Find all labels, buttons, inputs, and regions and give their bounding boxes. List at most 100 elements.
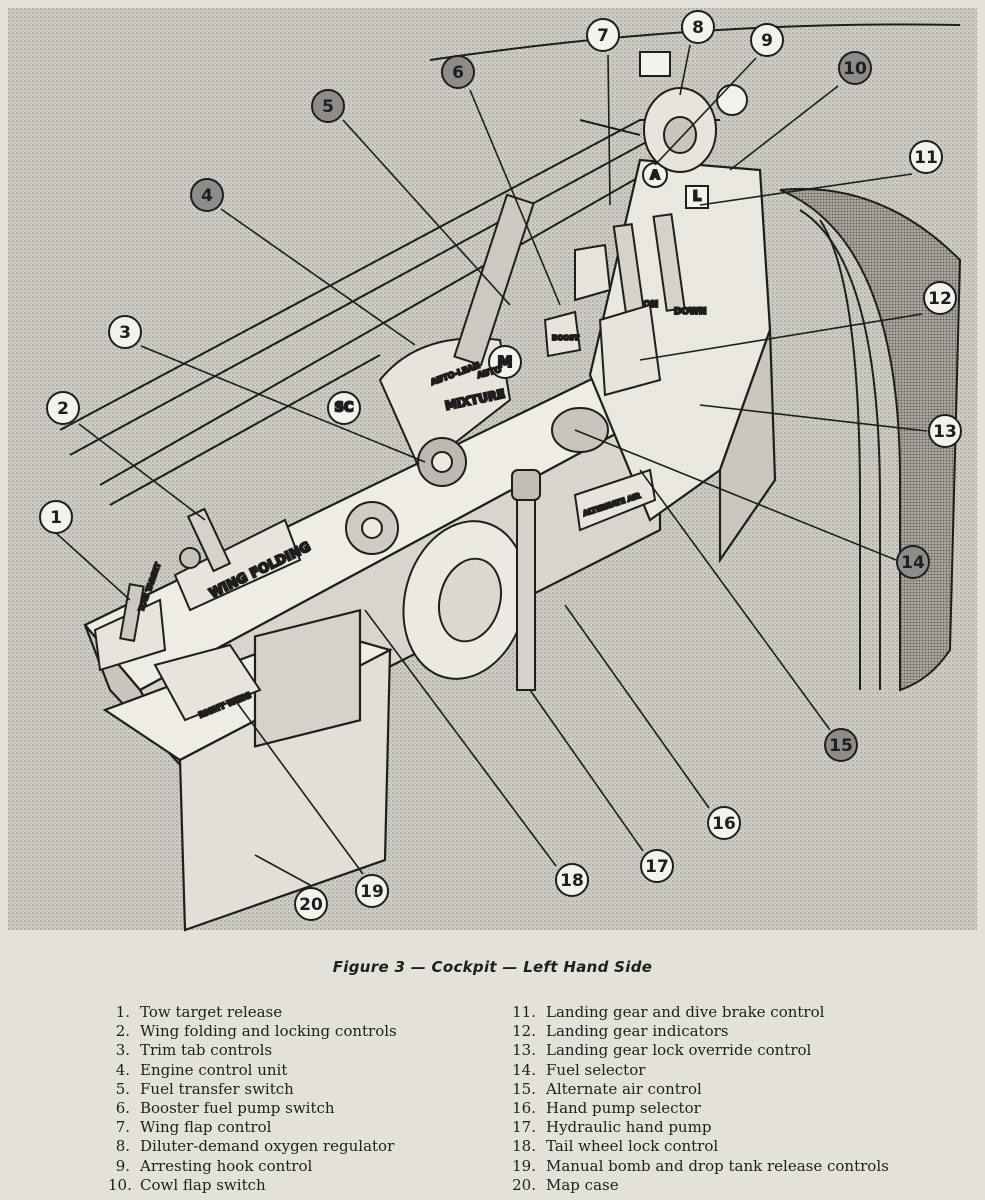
legend-item: 10. Cowl flap switch [108, 1176, 397, 1195]
legend-number: 18. [512, 1137, 536, 1156]
callout-circle [824, 728, 858, 762]
lever-l-label: L [693, 190, 701, 205]
hydraulic-hand-pump [402, 469, 541, 691]
legend-text: Fuel selector [546, 1060, 646, 1079]
callout-circle [294, 887, 328, 921]
callout-number: 16 [712, 814, 736, 834]
callout-circle [39, 500, 73, 534]
callout-circle [909, 140, 943, 174]
legend-item: 4. Engine control unit [108, 1061, 397, 1080]
legend-text: Landing gear and dive brake control [546, 1003, 825, 1021]
alternate-air-plate: ALTERNATE AIR [551, 407, 657, 532]
legend-number: 2. [115, 1022, 130, 1041]
legend-text: Wing flap control [140, 1118, 272, 1137]
legend-number: 4. [115, 1060, 130, 1079]
figure-caption: Figure 3 — Cockpit — Left Hand Side [332, 958, 653, 976]
legend-text: Engine control unit [140, 1060, 288, 1079]
lever-a-label: A [650, 168, 660, 182]
callout-circle [923, 281, 957, 315]
legend-number: 8. [115, 1137, 130, 1156]
callout-number: 4 [201, 186, 213, 206]
callout-circle [896, 545, 930, 579]
callout-number: 1 [50, 508, 62, 528]
legend-item: 5.Fuel transfer switch [108, 1080, 397, 1099]
legend-item: 1.Tow target release [108, 1003, 397, 1022]
legend-item: 16. Hand pump selector [510, 1099, 889, 1118]
sc-label: SC [335, 401, 354, 416]
callout-circle [108, 315, 142, 349]
callout-number: 3 [119, 323, 131, 343]
legend-text: Hydraulic hand pump [546, 1118, 712, 1137]
callout-2: 2 [46, 391, 80, 425]
legend-number: 11. [512, 1003, 536, 1021]
boost-label: BOOST [552, 334, 579, 342]
legend-number: 9. [115, 1156, 130, 1175]
legend-item: 8.Diluter-demand oxygen regulator [108, 1137, 397, 1156]
legend-number: 7. [115, 1118, 130, 1137]
callout-6: 6 [441, 55, 475, 89]
callout-circle [750, 23, 784, 57]
callout-circle [46, 391, 80, 425]
legend-item: 15. Alternate air control [510, 1080, 889, 1099]
legend-item: 14. Fuel selector [510, 1061, 889, 1080]
legend-text: Alternate air control [546, 1079, 702, 1098]
legend-number: 16. [512, 1099, 536, 1118]
callout-number: 15 [829, 736, 853, 756]
callout-5: 5 [311, 89, 345, 123]
legend-item: 18.Tail wheel lock control [510, 1137, 889, 1156]
legend-text: Map case [546, 1175, 619, 1194]
legend-item: 11. Landing gear and dive brake control [510, 1003, 889, 1022]
callout-11: 11 [909, 140, 943, 174]
legend-number: 13. [512, 1041, 536, 1060]
callout-number: 6 [452, 63, 464, 83]
legend-text: Tow target release [140, 1003, 283, 1021]
callout-circle [707, 806, 741, 840]
legend-number: 15. [512, 1079, 536, 1098]
callout-circle [681, 10, 715, 44]
callout-16: 16 [707, 806, 741, 840]
legend-text: Trim tab controls [140, 1041, 273, 1060]
legend-text: Landing gear lock override control [546, 1041, 812, 1060]
callout-circle [555, 863, 589, 897]
callout-circle [355, 874, 389, 908]
legend-number: 20. [512, 1175, 536, 1194]
callout-circle [928, 414, 962, 448]
legend-number: 19. [512, 1156, 536, 1175]
legend-item: 17. Hydraulic hand pump [510, 1118, 889, 1137]
callout-19: 19 [355, 874, 389, 908]
legend-number: 5. [115, 1079, 130, 1098]
callout-1: 1 [39, 500, 73, 534]
callout-10: 10 [838, 51, 872, 85]
callout-number: 17 [645, 857, 669, 877]
legend-item: 19.Manual bomb and drop tank release con… [510, 1157, 889, 1176]
callout-number: 18 [560, 871, 584, 891]
callout-14: 14 [896, 545, 930, 579]
callout-number: 12 [928, 289, 952, 309]
legend-text: Hand pump selector [546, 1099, 701, 1118]
callout-circle [311, 89, 345, 123]
legend-number: 17. [512, 1118, 536, 1137]
legend-number: 14. [512, 1060, 536, 1079]
callout-number: 11 [914, 148, 938, 168]
callout-17: 17 [640, 849, 674, 883]
callout-number: 7 [597, 26, 609, 46]
callout-number: 20 [299, 895, 323, 915]
legend-text: Landing gear indicators [546, 1022, 729, 1041]
legend-text: Cowl flap switch [140, 1175, 266, 1194]
legend-number: 10. [108, 1175, 132, 1194]
legend-item: 6.Booster fuel pump switch [108, 1099, 397, 1118]
legend-item: 7. Wing flap control [108, 1118, 397, 1137]
callout-number: 14 [901, 553, 925, 573]
callout-12: 12 [923, 281, 957, 315]
callout-18: 18 [555, 863, 589, 897]
callout-20: 20 [294, 887, 328, 921]
legend-item: 2.Wing folding and locking controls [108, 1022, 397, 1041]
legend-text: Arresting hook control [140, 1156, 313, 1175]
callout-number: 10 [843, 59, 867, 79]
callout-8: 8 [681, 10, 715, 44]
callout-circle [441, 55, 475, 89]
legend-item: 20. Map case [510, 1176, 889, 1195]
